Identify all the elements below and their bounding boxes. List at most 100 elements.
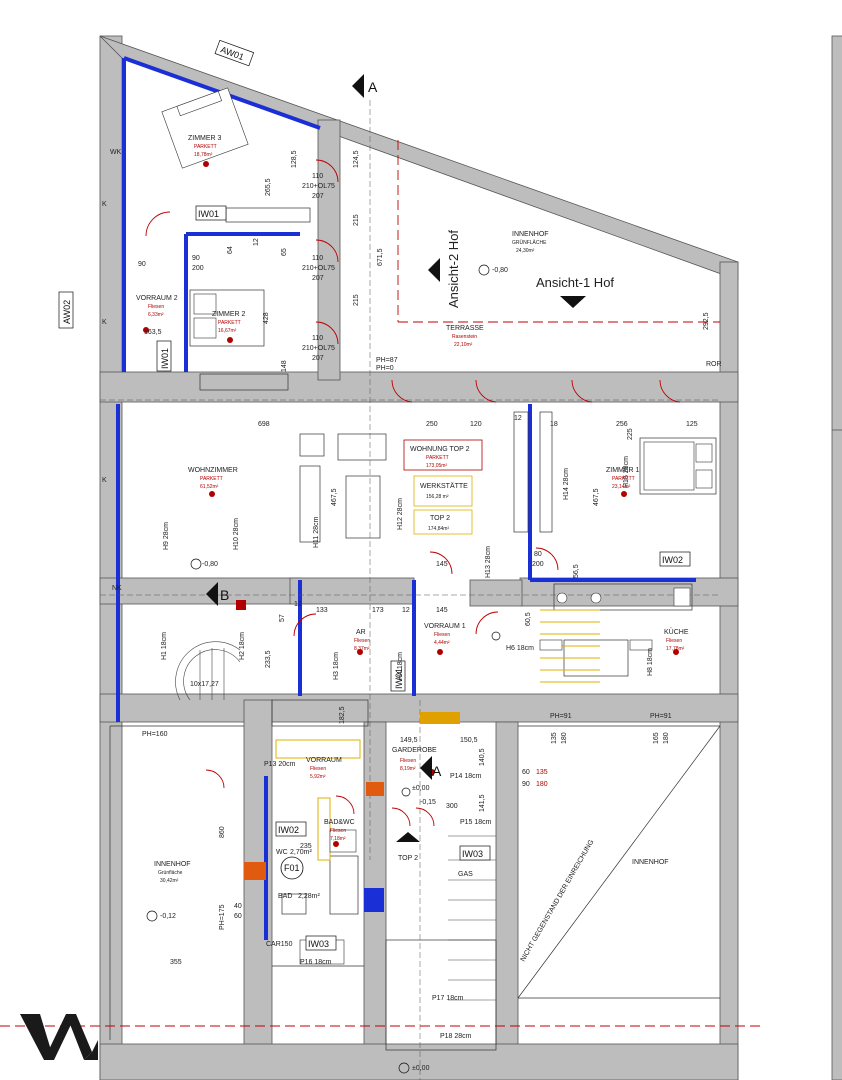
svg-text:PH=87: PH=87 bbox=[376, 357, 398, 364]
svg-text:61,52m²: 61,52m² bbox=[200, 484, 219, 490]
svg-text:148: 148 bbox=[281, 360, 288, 372]
room-innenhof-left: INNENHOF Grünfläche 30,42m² bbox=[154, 861, 191, 884]
svg-text:H1 18cm: H1 18cm bbox=[161, 632, 168, 660]
svg-text:H15 28cm: H15 28cm bbox=[623, 456, 630, 488]
svg-text:60: 60 bbox=[522, 769, 530, 776]
ansicht-1-label: Ansicht-1 Hof bbox=[536, 275, 614, 290]
room-werkstaette: WERKSTÄTTE 156,28 m² bbox=[413, 475, 473, 507]
svg-text:Fliesen: Fliesen bbox=[148, 304, 164, 310]
svg-text:22,10m²: 22,10m² bbox=[454, 342, 473, 348]
svg-text:467,5: 467,5 bbox=[593, 488, 600, 506]
svg-text:128,5: 128,5 bbox=[291, 150, 298, 168]
outer-walls bbox=[99, 35, 739, 1080]
svg-text:WC: WC bbox=[276, 849, 288, 856]
svg-text:215: 215 bbox=[353, 294, 360, 306]
accent-blocks bbox=[236, 600, 460, 912]
wall-tags: AW01 AW02 IW01 IW01 IW01 IW02 IW02 IW03 … bbox=[58, 39, 691, 951]
room-bad: BAD 2,28m² bbox=[278, 893, 320, 900]
furniture bbox=[161, 87, 713, 965]
svg-text:Grünfläche: Grünfläche bbox=[158, 870, 183, 876]
svg-text:Fliesen: Fliesen bbox=[330, 828, 346, 834]
room-wohnung-top2: WOHNUNG TOP 2 PARKETT 173,05m² bbox=[403, 439, 483, 471]
svg-text:ZIMMER 1: ZIMMER 1 bbox=[606, 467, 640, 474]
svg-text:210+OL75: 210+OL75 bbox=[302, 265, 335, 272]
svg-text:90: 90 bbox=[192, 255, 200, 262]
svg-text:60,5: 60,5 bbox=[525, 612, 532, 626]
tag-iw01-c: IW01 bbox=[394, 668, 404, 689]
ph91-b-label: PH=91 bbox=[650, 713, 672, 720]
svg-text:180: 180 bbox=[663, 732, 670, 744]
svg-text:207: 207 bbox=[312, 355, 324, 362]
svg-text:467,5: 467,5 bbox=[331, 488, 338, 506]
wall-row-3 bbox=[99, 693, 739, 723]
svg-text:110: 110 bbox=[312, 255, 323, 262]
svg-text:110: 110 bbox=[312, 335, 323, 342]
tag-aw02: AW02 bbox=[62, 300, 72, 324]
svg-text:P17 18cm: P17 18cm bbox=[432, 995, 464, 1002]
door-labels: 110 210+OL75 207 110 210+OL75 207 110 21… bbox=[192, 173, 544, 568]
tag-iw02-b: IW02 bbox=[278, 825, 299, 835]
svg-text:10x17,27: 10x17,27 bbox=[190, 681, 219, 688]
level-garderobe-2: -0,15 bbox=[420, 799, 436, 806]
svg-text:65: 65 bbox=[281, 248, 288, 256]
tag-iw01-a: IW01 bbox=[198, 209, 219, 219]
svg-text:PARKETT: PARKETT bbox=[426, 455, 449, 461]
svg-text:H2 18cm: H2 18cm bbox=[239, 632, 246, 660]
svg-text:90: 90 bbox=[522, 781, 530, 788]
room-top2: TOP 2 174,84m² bbox=[413, 509, 473, 535]
svg-text:200: 200 bbox=[192, 265, 204, 272]
svg-text:182,5: 182,5 bbox=[339, 706, 346, 724]
svg-text:8,19m²: 8,19m² bbox=[400, 766, 416, 772]
svg-text:12: 12 bbox=[514, 415, 522, 422]
svg-text:233,5: 233,5 bbox=[265, 650, 272, 668]
tag-iw03-a: IW03 bbox=[308, 939, 329, 949]
tag-iw02-a: IW02 bbox=[662, 555, 683, 565]
section-markers bbox=[206, 74, 586, 842]
level-symbols bbox=[146, 264, 501, 1074]
room-zimmer1: ZIMMER 1 PARKETT 23,14m² bbox=[606, 467, 640, 490]
svg-text:PARKETT: PARKETT bbox=[612, 476, 635, 482]
svg-text:210+OL75: 210+OL75 bbox=[302, 345, 335, 352]
svg-text:124,5: 124,5 bbox=[353, 150, 360, 168]
svg-text:265,5: 265,5 bbox=[265, 178, 272, 196]
svg-text:WOHNUNG TOP 2: WOHNUNG TOP 2 bbox=[410, 446, 470, 453]
svg-text:4,44m²: 4,44m² bbox=[434, 640, 450, 646]
svg-text:250: 250 bbox=[426, 421, 438, 428]
wall-row-2b bbox=[519, 577, 739, 607]
room-garderobe: GARDEROBE Fliesen 8,19m² bbox=[392, 747, 437, 772]
svg-text:Fliesen: Fliesen bbox=[310, 766, 326, 772]
room-vorraum2: VORRAUM 2 Fliesen 6,33m² bbox=[136, 295, 178, 318]
svg-text:225: 225 bbox=[627, 428, 634, 440]
svg-text:VORRAUM: VORRAUM bbox=[306, 757, 342, 764]
svg-text:120: 120 bbox=[470, 421, 482, 428]
room-innenhof-right: INNENHOF bbox=[632, 859, 669, 866]
svg-text:PH=0: PH=0 bbox=[376, 365, 394, 372]
svg-text:140,5: 140,5 bbox=[479, 748, 486, 766]
svg-text:TOP 2: TOP 2 bbox=[430, 515, 450, 522]
svg-text:173,05m²: 173,05m² bbox=[426, 463, 447, 469]
tag-wk: WK bbox=[110, 149, 122, 156]
svg-text:P15 18cm: P15 18cm bbox=[460, 819, 492, 826]
svg-text:2,28m²: 2,28m² bbox=[298, 893, 320, 900]
svg-text:AR: AR bbox=[356, 629, 366, 636]
svg-text:PARKETT: PARKETT bbox=[194, 144, 217, 150]
svg-text:18,78m²: 18,78m² bbox=[194, 152, 213, 158]
svg-text:Fliesen: Fliesen bbox=[354, 638, 370, 644]
level-hof: -0,80 bbox=[492, 267, 508, 274]
axis-lines bbox=[100, 100, 720, 1080]
svg-text:125: 125 bbox=[686, 421, 698, 428]
room-wohnzimmer: WOHNZIMMER PARKETT 61,52m² bbox=[188, 467, 238, 490]
svg-text:145: 145 bbox=[436, 561, 448, 568]
svg-text:P16 18cm: P16 18cm bbox=[300, 959, 332, 966]
svg-text:H11 28cm: H11 28cm bbox=[313, 516, 320, 548]
ph160-label: PH=160 bbox=[142, 731, 168, 738]
svg-text:174,84m²: 174,84m² bbox=[428, 526, 449, 532]
svg-text:149,5: 149,5 bbox=[400, 737, 418, 744]
yellow-stair bbox=[275, 609, 600, 861]
svg-text:Fliesen: Fliesen bbox=[666, 638, 682, 644]
level-wohn: -0,80 bbox=[202, 561, 218, 568]
tag-k1: K bbox=[102, 201, 107, 208]
room-ar: AR Fliesen 8,37m² bbox=[354, 629, 370, 652]
svg-text:60: 60 bbox=[234, 913, 242, 920]
svg-text:80: 80 bbox=[534, 551, 542, 558]
